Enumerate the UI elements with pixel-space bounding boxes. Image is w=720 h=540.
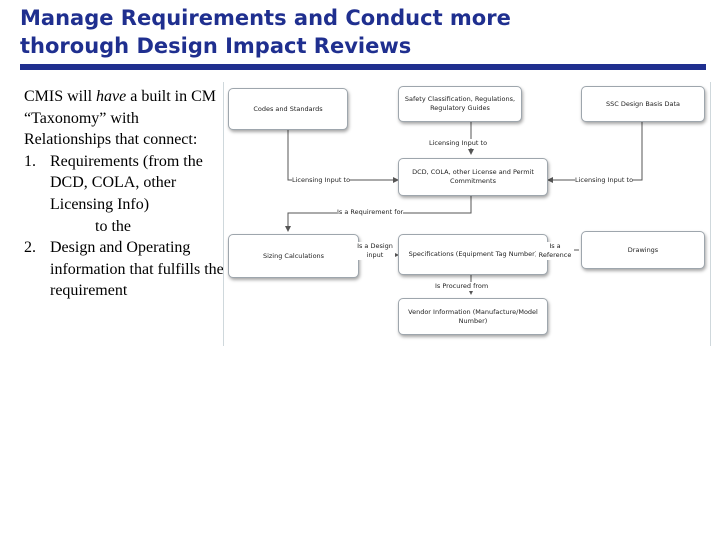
- label-is-a-design-input: Is a Design input: [355, 242, 395, 260]
- label-licensing-input-left: Licensing Input to: [292, 176, 351, 185]
- title-divider: [20, 64, 706, 70]
- list-item-tail: to the: [95, 217, 131, 235]
- label-is-a-reference: Is a Reference: [536, 242, 574, 260]
- intro-emphasis: have: [96, 88, 127, 105]
- intro-post: a built in CM “Taxonomy” with Relationsh…: [24, 88, 216, 149]
- label-licensing-input-top: Licensing Input to: [429, 139, 488, 148]
- box-codes-and-standards: Codes and Standards: [228, 88, 348, 130]
- label-is-a-requirement-for: Is a Requirement for: [337, 208, 404, 217]
- box-specifications: Specifications (Equipment Tag Number): [398, 234, 548, 275]
- box-ssc-design-basis: SSC Design Basis Data: [581, 86, 705, 122]
- intro-pre: CMIS will: [24, 88, 97, 105]
- slide-title: Manage Requirements and Conduct more tho…: [20, 4, 710, 60]
- list-number: 1.: [24, 152, 36, 170]
- label-is-procured-from: Is Procured from: [435, 282, 489, 291]
- box-drawings: Drawings: [581, 231, 705, 269]
- list-number: 2.: [24, 239, 36, 257]
- box-dcd-cola: DCD, COLA, other License and Permit Comm…: [398, 158, 548, 196]
- title-line-1: Manage Requirements and Conduct more: [20, 6, 511, 30]
- list-item-text: Design and Operating information that fu…: [50, 239, 224, 300]
- taxonomy-diagram: Codes and Standards Safety Classificatio…: [223, 82, 711, 346]
- label-licensing-input-right: Licensing Input to: [575, 176, 634, 185]
- intro-paragraph: CMIS will have a built in CM “Taxonomy” …: [24, 86, 229, 151]
- body-text: CMIS will have a built in CM “Taxonomy” …: [24, 86, 229, 302]
- connector-codes-to-dcd: [287, 130, 399, 183]
- box-safety-classification: Safety Classification, Regulations, Regu…: [398, 86, 522, 122]
- numbered-list: 1. Requirements (from the DCD, COLA, oth…: [24, 151, 229, 302]
- list-item-text: Requirements (from the DCD, COLA, other …: [50, 152, 203, 213]
- list-item: 1. Requirements (from the DCD, COLA, oth…: [24, 151, 229, 237]
- box-sizing-calculations: Sizing Calculations: [228, 234, 359, 278]
- connector-ssc-to-dcd: [547, 122, 643, 183]
- box-vendor-information: Vendor Information (Manufacture/Model Nu…: [398, 298, 548, 335]
- title-line-2: thorough Design Impact Reviews: [20, 34, 412, 58]
- list-item: 2. Design and Operating information that…: [24, 237, 229, 302]
